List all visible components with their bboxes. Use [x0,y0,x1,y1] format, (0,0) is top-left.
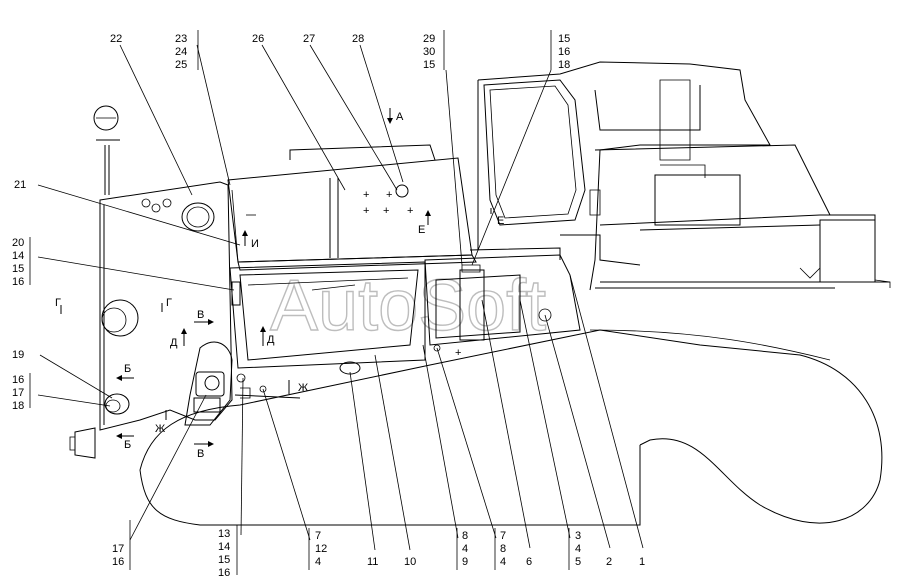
callout-14f: 14 [218,541,230,553]
svg-text:+: + [455,347,461,359]
view-label-d1: Д [170,337,178,349]
callout-22: 22 [110,33,122,45]
callout-16e: 16 [112,556,124,568]
view-label-v2: В [197,448,204,460]
callout-1: 1 [639,556,645,568]
cab-rear-structure [469,61,891,291]
view-label-i: И [251,238,259,250]
callout-8b: 8 [500,543,506,555]
view-arrows [60,108,492,447]
view-label-e2: Е [497,215,504,227]
callout-21: 21 [14,179,26,191]
callout-23: 23 [175,33,187,45]
callout-20: 20 [12,237,24,249]
callout-7b: 7 [500,530,506,542]
svg-text:+: + [407,205,413,217]
callout-6: 6 [526,556,532,568]
callout-7a: 7 [315,530,321,542]
callout-10: 10 [404,556,416,568]
leader-lines [29,30,644,575]
view-label-e1: Е [418,224,425,236]
callout-19: 19 [12,349,24,361]
view-label-zh1: Ж [298,382,308,394]
callout-15c: 15 [12,263,24,275]
view-label-d2: Д [267,334,275,346]
callout-27: 27 [303,33,315,45]
svg-text:+: + [363,205,369,217]
callout-3: 3 [575,530,581,542]
callout-16f: 16 [218,567,230,579]
callout-16c: 16 [12,276,24,288]
callout-26: 26 [252,33,264,45]
left-mounting-plate [69,181,233,459]
callout-18b: 18 [558,59,570,71]
callout-17d: 17 [12,387,24,399]
callout-28: 28 [352,33,364,45]
view-label-v1: В [197,309,204,321]
upper-toolbox: + + + + + [227,144,477,271]
view-label-b1: Б [124,363,131,375]
callout-13: 13 [218,528,230,540]
view-label-zh2: Ж [155,423,165,435]
callout-30: 30 [423,46,435,58]
callout-4b: 4 [462,543,468,555]
frame-silhouette [139,329,883,526]
callout-15b: 15 [558,33,570,45]
svg-text:+: + [383,205,389,217]
svg-text:+: + [363,189,369,201]
callout-16d: 16 [12,374,24,386]
callout-2: 2 [606,556,612,568]
callout-25: 25 [175,59,187,71]
antenna-mast [93,105,120,195]
callout-16b: 16 [558,46,570,58]
callout-15a: 15 [423,59,435,71]
view-label-a: А [396,111,404,123]
callout-18d: 18 [12,400,24,412]
callout-4c: 4 [500,556,506,568]
callout-8a: 8 [462,530,468,542]
view-label-g2: Г [166,297,172,309]
pump-bracket [184,341,301,426]
callout-12: 12 [315,543,327,555]
callout-15f: 15 [218,554,230,566]
view-label-b2: Б [124,439,131,451]
callout-17e: 17 [112,543,124,555]
callout-4d: 4 [575,543,581,555]
lower-toolbox [229,261,426,375]
svg-text:+: + [386,189,392,201]
watermark: AutoSoft [270,266,546,346]
callout-5: 5 [575,556,581,568]
view-label-g1: Г [55,297,61,309]
callout-9: 9 [462,556,468,568]
callout-29: 29 [423,33,435,45]
callout-14a: 14 [12,250,24,262]
callout-24: 24 [175,46,187,58]
battery-compartment: + [424,254,581,359]
callout-11: 11 [367,556,378,568]
callout-4a: 4 [315,556,321,568]
